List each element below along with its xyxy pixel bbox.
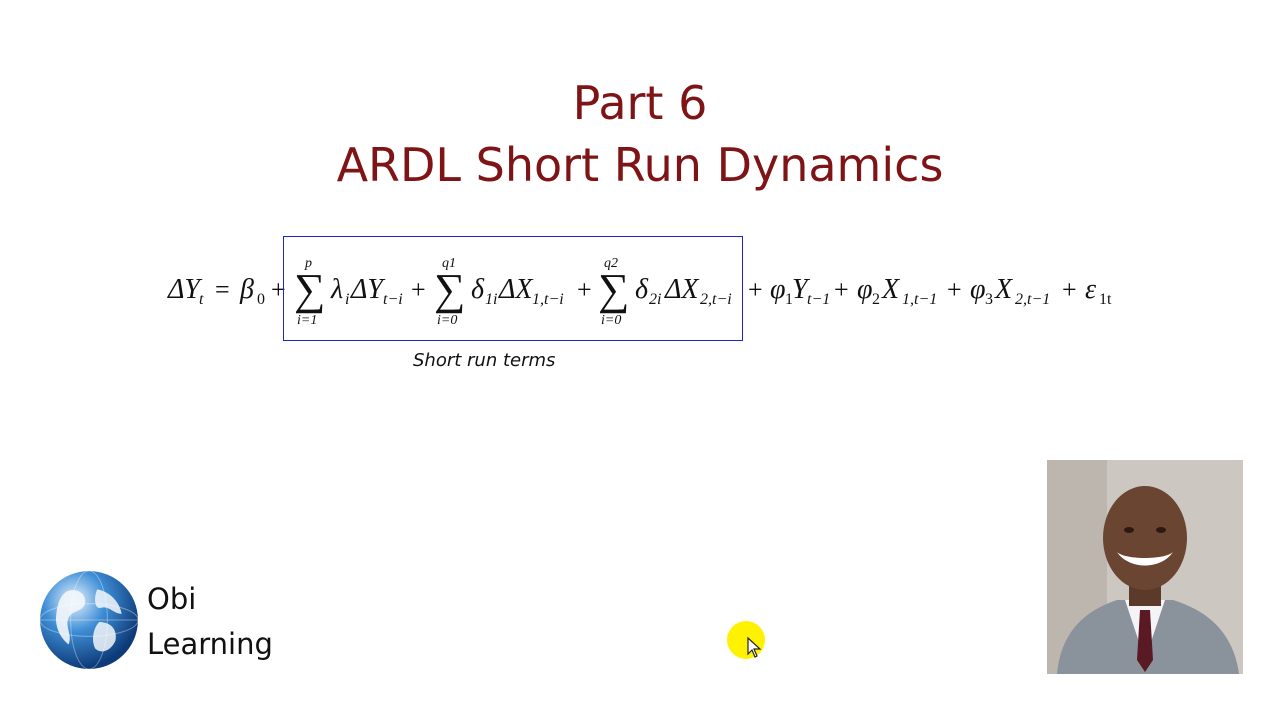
eq-plus-4: + <box>748 275 763 304</box>
eq-dX2: ΔX <box>665 274 699 305</box>
eq-plus-6: + <box>947 275 962 304</box>
eq-epsilon-sub: 1t <box>1099 291 1112 308</box>
eq-lhs-sub: t <box>199 291 204 308</box>
eq-dX1-sub: 1,t−i <box>532 291 564 308</box>
eq-plus-5: + <box>834 275 849 304</box>
eq-Y: Y <box>792 274 808 305</box>
eq-X2: X <box>995 274 1013 305</box>
eq-X1-sub: 1,t−1 <box>902 291 938 308</box>
sum2-lower: i=0 <box>437 313 458 328</box>
eq-equals: = <box>215 275 230 304</box>
eq-lambda: λ <box>331 274 344 305</box>
slide-title-line1: Part 6 <box>572 76 708 130</box>
eq-dX1: ΔX <box>499 274 533 305</box>
short-run-terms-label: Short run terms <box>413 350 556 371</box>
eq-plus-2: + <box>411 275 426 304</box>
presenter-photo <box>1047 460 1243 674</box>
brand-name-line1: Obi <box>147 582 197 616</box>
sum3-symbol: ∑ <box>598 265 630 314</box>
eq-delta1: δ <box>471 274 485 305</box>
eq-dX2-sub: 2,t−i <box>700 291 732 308</box>
eq-phi3: φ <box>970 274 986 305</box>
eq-delta2: δ <box>635 274 649 305</box>
short-run-terms-box <box>283 236 743 341</box>
eq-phi3-sub: 3 <box>985 291 993 308</box>
eq-lambda-sub: i <box>345 291 350 308</box>
eq-dY: ΔY <box>351 274 384 305</box>
sum3-upper: q2 <box>604 256 618 271</box>
eq-Y-sub: t−1 <box>807 291 831 308</box>
eq-delta2-sub: 2i <box>649 291 662 308</box>
sum1-upper: p <box>305 256 312 271</box>
mouse-pointer-icon <box>727 621 765 659</box>
slide-title-line2: ARDL Short Run Dynamics <box>336 138 944 192</box>
sum2-symbol: ∑ <box>434 265 466 314</box>
sum2-upper: q1 <box>442 256 456 271</box>
eq-dY-sub: t−i <box>383 291 403 308</box>
eq-delta1-sub: 1i <box>485 291 498 308</box>
eq-plus-3: + <box>577 275 592 304</box>
sum1-symbol: ∑ <box>294 265 326 314</box>
eq-lhs: ΔY <box>168 274 201 305</box>
eq-phi2: φ <box>857 274 873 305</box>
sum3-lower: i=0 <box>601 313 622 328</box>
sum1-lower: i=1 <box>297 313 318 328</box>
eq-X2-sub: 2,t−1 <box>1015 291 1051 308</box>
eq-X1: X <box>882 274 900 305</box>
globe-icon <box>39 570 139 670</box>
eq-beta-sub: 0 <box>257 291 265 308</box>
eq-plus-7: + <box>1062 275 1077 304</box>
eq-epsilon: ε <box>1085 274 1097 305</box>
brand-name-line2: Learning <box>147 627 273 661</box>
eq-plus-1: + <box>271 275 286 304</box>
eq-phi2-sub: 2 <box>872 291 880 308</box>
eq-phi1-sub: 1 <box>785 291 793 308</box>
eq-beta: β <box>240 274 254 305</box>
eq-phi1: φ <box>770 274 786 305</box>
